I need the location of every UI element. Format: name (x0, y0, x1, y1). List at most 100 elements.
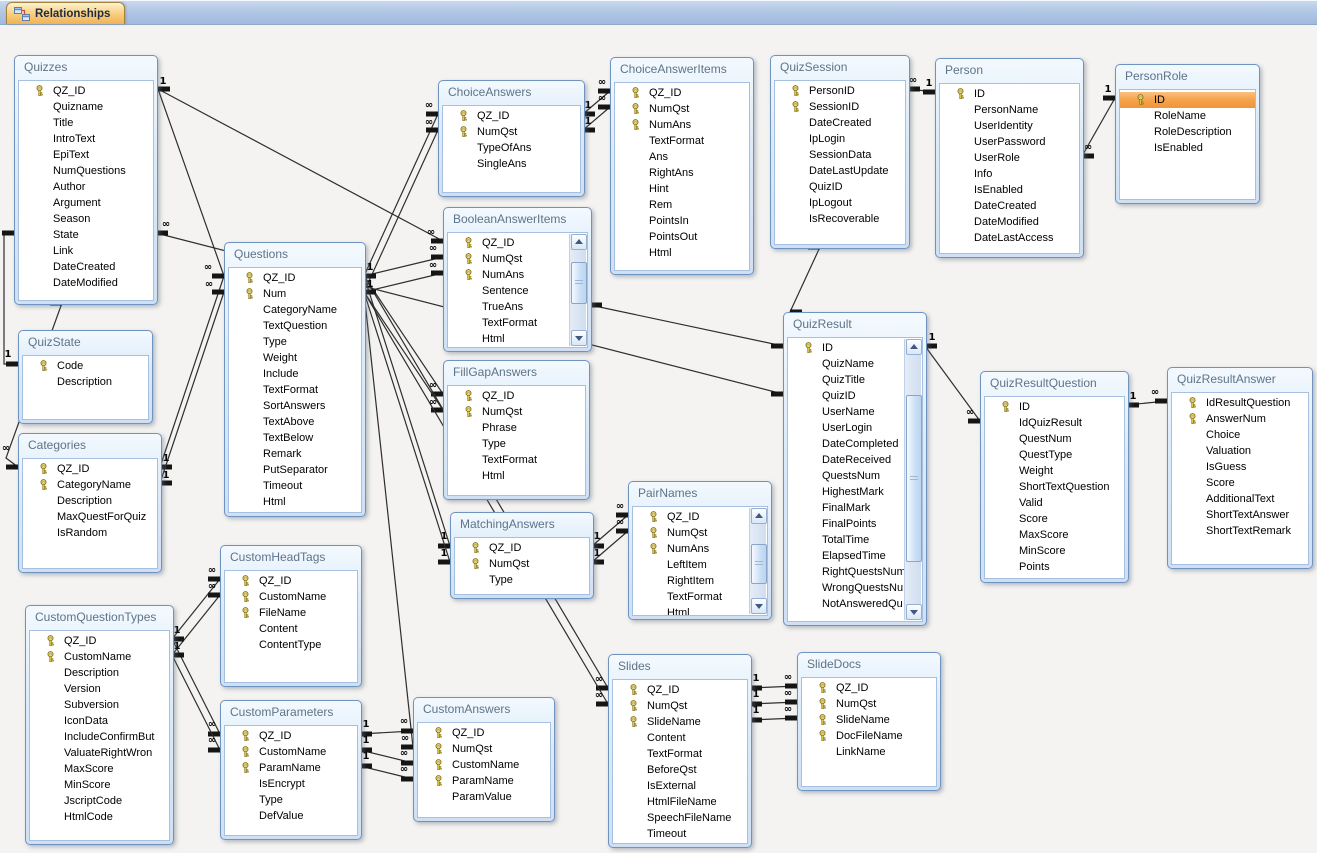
relationship-line-questions-matchinganswers[interactable] (363, 291, 451, 563)
field-row-paramname[interactable]: ParamName (225, 760, 357, 776)
relationship-line-questions-matchinganswers[interactable] (363, 275, 451, 547)
scrollbar-down-arrow-icon[interactable] (571, 330, 587, 346)
field-row-docfilename[interactable]: DocFileName (802, 728, 936, 744)
field-row-idquizresult[interactable]: IdQuizResult (985, 415, 1124, 431)
field-row-answernum[interactable]: AnswerNum (1172, 411, 1308, 427)
field-row-subversion[interactable]: Subversion (30, 697, 169, 713)
field-row-qz_id[interactable]: QZ_ID (448, 235, 587, 251)
field-row-datecreated[interactable]: DateCreated (775, 115, 905, 131)
field-row-qz_id[interactable]: QZ_ID (229, 270, 361, 286)
field-row-phrase[interactable]: Phrase (448, 420, 585, 436)
field-row-putseparator[interactable]: PutSeparator (229, 462, 361, 478)
field-row-customname[interactable]: CustomName (225, 744, 357, 760)
relationship-line-matchinganswers-pairnames[interactable] (591, 514, 629, 547)
scrollbar-up-arrow-icon[interactable] (571, 234, 587, 250)
field-row-categoryname[interactable]: CategoryName (23, 477, 157, 493)
field-row-categoryname[interactable]: CategoryName (229, 302, 361, 318)
scrollbar-thumb[interactable] (751, 544, 767, 584)
field-row-isexternal[interactable]: IsExternal (613, 778, 747, 794)
table-title-personrole[interactable]: PersonRole (1125, 69, 1188, 83)
field-row-numqst[interactable]: NumQst (418, 741, 550, 757)
field-row-argument[interactable]: Argument (19, 195, 153, 211)
field-row-personid[interactable]: PersonID (775, 83, 905, 99)
field-row-qz_id[interactable]: QZ_ID (455, 540, 589, 556)
relationship-line-questions-booleanansweritems[interactable] (363, 272, 444, 293)
field-row-qz_id[interactable]: QZ_ID (225, 728, 357, 744)
relationship-line-customquestiontypes-customparameters[interactable] (171, 654, 221, 751)
field-row-introtext[interactable]: IntroText (19, 131, 153, 147)
field-row-icondata[interactable]: IconData (30, 713, 169, 729)
field-row-author[interactable]: Author (19, 179, 153, 195)
relationship-line-quizzes-questions[interactable] (157, 88, 225, 277)
field-row-id[interactable]: ID (985, 399, 1124, 415)
field-row-paramname[interactable]: ParamName (418, 773, 550, 789)
vertical-scrollbar[interactable] (904, 339, 922, 620)
field-row-israndom[interactable]: IsRandom (23, 525, 157, 541)
field-row-maxscore[interactable]: MaxScore (30, 761, 169, 777)
field-row-qz_id[interactable]: QZ_ID (23, 461, 157, 477)
relationship-line-quizsession-quizresult[interactable] (789, 246, 821, 313)
table-title-quizstate[interactable]: QuizState (28, 335, 81, 349)
field-row-epitext[interactable]: EpiText (19, 147, 153, 163)
field-row-userlogin[interactable]: UserLogin (788, 420, 922, 436)
field-row-numans[interactable]: NumAns (615, 117, 749, 133)
field-row-username[interactable]: UserName (788, 404, 922, 420)
field-row-type[interactable]: Type (229, 334, 361, 350)
field-row-html[interactable]: Html (448, 331, 587, 347)
table-title-choiceansweritems[interactable]: ChoiceAnswerItems (620, 62, 727, 76)
field-row-typeofans[interactable]: TypeOfAns (443, 140, 580, 156)
field-row-html[interactable]: Html (229, 494, 361, 510)
relationship-line-questions-fillgapanswers[interactable] (363, 291, 444, 411)
field-row-qz_id[interactable]: QZ_ID (633, 509, 767, 525)
field-row-rightans[interactable]: RightAns (615, 165, 749, 181)
tab-relationships[interactable]: Relationships (6, 2, 126, 24)
table-title-customanswers[interactable]: CustomAnswers (423, 702, 511, 716)
field-row-type[interactable]: Type (455, 572, 589, 588)
scrollbar-up-arrow-icon[interactable] (906, 339, 922, 355)
field-row-type[interactable]: Type (448, 436, 585, 452)
field-row-id[interactable]: ID (1120, 92, 1255, 108)
field-row-linkname[interactable]: LinkName (802, 744, 936, 760)
field-row-html[interactable]: Html (633, 605, 767, 615)
field-row-numqst[interactable]: NumQst (613, 698, 747, 714)
field-row-valuation[interactable]: Valuation (1172, 443, 1308, 459)
field-row-userpassword[interactable]: UserPassword (940, 134, 1079, 150)
relationship-line-questions-booleanansweritems[interactable] (363, 256, 444, 277)
field-row-sessionid[interactable]: SessionID (775, 99, 905, 115)
vertical-scrollbar[interactable] (569, 234, 587, 346)
field-row-quiztitle[interactable]: QuizTitle (788, 372, 922, 388)
field-row-hint[interactable]: Hint (615, 181, 749, 197)
field-row-numqst[interactable]: NumQst (443, 124, 580, 140)
field-row-shorttextanswer[interactable]: ShortTextAnswer (1172, 507, 1308, 523)
field-row-highestmark[interactable]: HighestMark (788, 484, 922, 500)
field-row-idresultquestion[interactable]: IdResultQuestion (1172, 395, 1308, 411)
table-title-booleanansweritems[interactable]: BooleanAnswerItems (453, 212, 567, 226)
field-row-rolename[interactable]: RoleName (1120, 108, 1255, 124)
table-title-quizresultanswer[interactable]: QuizResultAnswer (1177, 372, 1276, 386)
field-row-timeout[interactable]: Timeout (613, 826, 747, 842)
field-row-numqst[interactable]: NumQst (633, 525, 767, 541)
field-row-quizname[interactable]: Quizname (19, 99, 153, 115)
field-row-htmlcode[interactable]: HtmlCode (30, 809, 169, 825)
field-row-customname[interactable]: CustomName (225, 589, 357, 605)
table-title-customheadtags[interactable]: CustomHeadTags (230, 550, 326, 564)
field-row-sentence[interactable]: Sentence (448, 283, 587, 299)
relationship-line-choiceanswers-choiceansweritems[interactable] (582, 90, 611, 115)
field-row-pointsin[interactable]: PointsIn (615, 213, 749, 229)
field-row-iplogout[interactable]: IpLogout (775, 195, 905, 211)
field-row-textquestion[interactable]: TextQuestion (229, 318, 361, 334)
relationship-line-questions-fillgapanswers[interactable] (363, 275, 444, 395)
field-row-htmlfilename[interactable]: HtmlFileName (613, 794, 747, 810)
relationship-line-choiceanswers-choiceansweritems[interactable] (582, 106, 611, 131)
field-row-description[interactable]: Description (30, 665, 169, 681)
